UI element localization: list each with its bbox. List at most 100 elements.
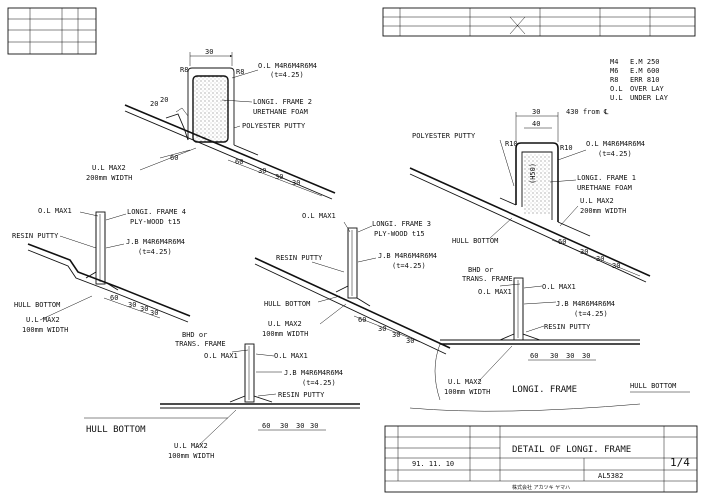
dim-step: 30 bbox=[258, 167, 266, 175]
drawing-number: AL5382 bbox=[598, 472, 623, 480]
label-overlay: O.L MAX1 bbox=[274, 352, 308, 360]
label-frame: LONGI. FRAME 4 bbox=[127, 208, 186, 216]
dim-step: 30 bbox=[292, 179, 300, 187]
dim-radius: R10 bbox=[505, 140, 518, 148]
label-joint: J.B M4R6M4R6M4 bbox=[284, 369, 343, 377]
label-hull: HULL BOTTOM bbox=[630, 382, 676, 390]
label-longi: LONGI. FRAME bbox=[512, 385, 577, 395]
dim-step: 60 bbox=[530, 352, 538, 360]
label-putty: POLYESTER PUTTY bbox=[242, 122, 306, 130]
label-thickness: (t=4.25) bbox=[392, 262, 426, 270]
label-underlay: U.L MAX2 bbox=[26, 316, 60, 324]
title-block: DETAIL OF LONGI. FRAME 91. 11. 10 AL5382… bbox=[384, 425, 698, 493]
detail-longi-frame-1: 30 40 430 from ℄ R10 R10 (H50) 60 30 30 … bbox=[409, 108, 651, 283]
label-hull: HULL BOTTOM bbox=[264, 300, 310, 308]
label-overlay: O.L MAX1 bbox=[204, 352, 238, 360]
label-joint: J.B M4R6M4R6M4 bbox=[556, 300, 615, 308]
detail-longi-frame-4: O.L MAX1 LONGI. FRAME 4 PLY-WOOD t15 RES… bbox=[12, 207, 191, 334]
dim-step: 30 bbox=[310, 422, 318, 430]
materials-legend: M4 E.M 250 M6 E.M 600 R8 ERR 810 O.L OVE… bbox=[610, 58, 669, 102]
label-plywood: PLY-WOOD t15 bbox=[374, 230, 425, 238]
legend-code: M4 bbox=[610, 58, 618, 66]
company-name: 株式会社 アカツキ ヤマハ bbox=[512, 484, 570, 491]
dim-inner: 40 bbox=[532, 120, 540, 128]
label-frame: LONGI. FRAME 1 bbox=[577, 174, 636, 182]
label-putty: POLYESTER PUTTY bbox=[412, 132, 476, 140]
label-bhd: BHD or bbox=[182, 331, 207, 339]
label-resin: RESIN PUTTY bbox=[276, 254, 323, 262]
approval-table bbox=[382, 7, 696, 37]
label-hull: HULL BOTTOM bbox=[86, 425, 146, 435]
dim-step: 30 bbox=[596, 255, 604, 263]
dim-step: 30 bbox=[566, 352, 574, 360]
detail-bhd-trans-frame: BHD or TRANS. FRAME O.L MAX1 O.L MAX1 J.… bbox=[84, 331, 360, 460]
label-underlay: U.L MAX2 bbox=[580, 197, 614, 205]
label-overlay: O.L MAX1 bbox=[38, 207, 72, 215]
label-underlay-width: 100mm WIDTH bbox=[168, 452, 214, 460]
label-joint: J.B M4R6M4R6M4 bbox=[126, 238, 185, 246]
label-bhd-trans: TRANS. FRAME bbox=[462, 275, 513, 283]
label-resin: RESIN PUTTY bbox=[544, 323, 591, 331]
label-core: URETHANE FOAM bbox=[253, 108, 308, 116]
label-underlay-width: 100mm WIDTH bbox=[262, 330, 308, 338]
label-overlay: O.L MAX1 bbox=[542, 283, 576, 291]
label-core: URETHANE FOAM bbox=[577, 184, 632, 192]
dim-value: 60 bbox=[170, 154, 178, 162]
dim-step: 30 bbox=[128, 301, 136, 309]
drawing-date: 91. 11. 10 bbox=[412, 460, 454, 468]
detail-longi-frame-2: 30 R8 R8 20 20 60 60 30 30 30 O.L M4R6M4… bbox=[86, 48, 336, 200]
dim-step: 30 bbox=[580, 248, 588, 256]
dim-radius: R8 bbox=[236, 68, 244, 76]
dim-step: 30 bbox=[280, 422, 288, 430]
label-overlay: O.L M4R6M4R6M4 bbox=[258, 62, 317, 70]
label-resin: RESIN PUTTY bbox=[12, 232, 59, 240]
dim-step: 60 bbox=[358, 316, 366, 324]
dim-radius: R10 bbox=[560, 144, 573, 152]
dim-step: 30 bbox=[140, 305, 148, 313]
label-bhd: BHD or bbox=[468, 266, 493, 274]
legend-desc: E.M 600 bbox=[630, 67, 660, 75]
label-underlay-width: 200mm WIDTH bbox=[580, 207, 626, 215]
detail-longi-frame-3: O.L MAX1 LONGI. FRAME 3 PLY-WOOD t15 RES… bbox=[254, 212, 451, 355]
legend-code: U.L bbox=[610, 94, 623, 102]
legend-desc: E.M 250 bbox=[630, 58, 660, 66]
revision-table bbox=[7, 7, 97, 55]
legend-desc: UNDER LAY bbox=[630, 94, 669, 102]
sheet-number: 1/4 bbox=[670, 456, 690, 469]
dim-step: 60 bbox=[262, 422, 270, 430]
legend-desc: OVER LAY bbox=[630, 85, 665, 93]
label-bhd-trans: TRANS. FRAME bbox=[175, 340, 226, 348]
label-thickness: (t=4.25) bbox=[598, 150, 632, 158]
dim-step: 30 bbox=[582, 352, 590, 360]
label-underlay: U.L MAX2 bbox=[448, 378, 482, 386]
label-thickness: (t=4.25) bbox=[302, 379, 336, 387]
dim-step: 30 bbox=[612, 262, 620, 270]
legend-code: O.L bbox=[610, 85, 623, 93]
label-underlay-width: 100mm WIDTH bbox=[444, 388, 490, 396]
label-resin: RESIN PUTTY bbox=[278, 391, 325, 399]
label-hull: HULL BOTTOM bbox=[452, 237, 498, 245]
legend-code: R8 bbox=[610, 76, 618, 84]
dim-offset: 430 from ℄ bbox=[566, 108, 609, 116]
dim-step: 30 bbox=[150, 309, 158, 317]
detail-bhd-longi-frame: BHD or TRANS. FRAME O.L MAX1 O.L MAX1 J.… bbox=[409, 266, 690, 412]
legend-code: M6 bbox=[610, 67, 618, 75]
label-underlay: U.L MAX2 bbox=[174, 442, 208, 450]
label-frame: LONGI. FRAME 3 bbox=[372, 220, 431, 228]
label-underlay: U.L MAX2 bbox=[92, 164, 126, 172]
dim-width: 30 bbox=[205, 48, 213, 56]
legend-desc: ERR 810 bbox=[630, 76, 660, 84]
drawing-title: DETAIL OF LONGI. FRAME bbox=[512, 445, 631, 455]
label-overlay: O.L MAX1 bbox=[302, 212, 336, 220]
label-hull: HULL BOTTOM bbox=[14, 301, 60, 309]
label-overlay: O.L M4R6M4R6M4 bbox=[586, 140, 645, 148]
dim-step: 30 bbox=[378, 325, 386, 333]
dim-step: 30 bbox=[406, 337, 414, 345]
label-joint: J.B M4R6M4R6M4 bbox=[378, 252, 437, 260]
dim-step: 60 bbox=[235, 158, 243, 166]
dim-value: 20 bbox=[160, 96, 168, 104]
label-thickness: (t=4.25) bbox=[138, 248, 172, 256]
label-overlay: O.L MAX1 bbox=[478, 288, 512, 296]
